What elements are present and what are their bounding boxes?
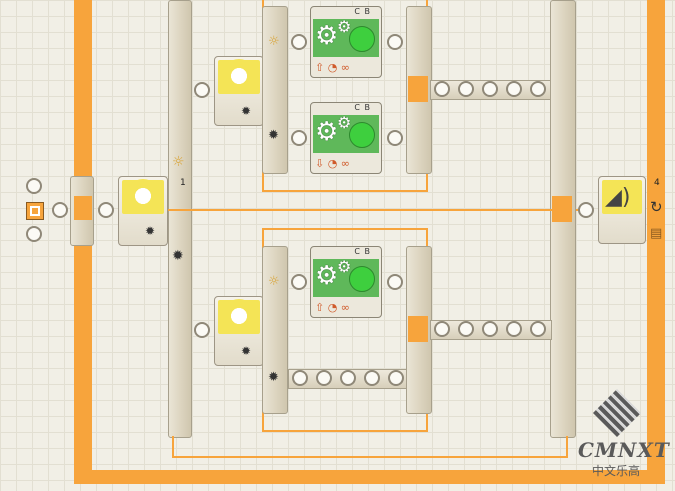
sun-branch-icon[interactable]: ☼ xyxy=(268,274,280,289)
beam-connector xyxy=(98,202,114,218)
beam-connector xyxy=(482,321,498,337)
gear-small-icon: ✹ xyxy=(145,224,156,238)
beam-connector xyxy=(482,81,498,97)
switch-block-upper[interactable]: ✹ xyxy=(214,56,264,126)
beam-connector xyxy=(387,34,403,50)
dark-branch-icon[interactable]: ✹ xyxy=(172,248,184,264)
beam-connector xyxy=(387,130,403,146)
gear-icon: ⚙ xyxy=(315,117,339,147)
dark-branch-icon[interactable]: ✹ xyxy=(268,128,279,143)
beam-connector xyxy=(340,370,356,386)
gear-icon: ⚙ xyxy=(337,113,352,132)
switch-block-lower[interactable]: ✹ xyxy=(214,296,264,366)
gear-small-icon: ✹ xyxy=(241,344,252,358)
beam-connector xyxy=(530,321,546,337)
beam-connector xyxy=(194,82,210,98)
motor-power-icons: ⇧ ◔ ∞ xyxy=(315,61,350,74)
loop-frame-bottom xyxy=(74,470,665,484)
loop-start-beam-fill xyxy=(74,196,92,220)
motor-power-icons: ⇧ ◔ ∞ xyxy=(315,301,350,314)
sun-icon xyxy=(225,302,253,330)
start-icon[interactable] xyxy=(26,202,44,220)
switch-block-main[interactable]: ✹ xyxy=(118,176,168,246)
speaker-icon: ◢) xyxy=(605,185,631,210)
beam-connector xyxy=(194,322,210,338)
sun-branch-icon[interactable]: ☼ xyxy=(172,154,185,170)
loop-number: 4 xyxy=(654,178,660,188)
motor-ports: C B xyxy=(354,247,371,256)
beam-connector xyxy=(434,321,450,337)
beam-connector xyxy=(387,274,403,290)
upper-merge-fill xyxy=(408,76,428,102)
beam-connector xyxy=(291,130,307,146)
logo-emblem-icon xyxy=(592,388,642,438)
motor-power-icons: ⇩ ◔ ∞ xyxy=(315,157,350,170)
cmnxt-logo: CMNXT 中文乐高 xyxy=(578,388,672,482)
motor-status-light xyxy=(349,122,375,148)
loop-frame-right xyxy=(647,0,665,484)
gear-icon: ⚙ xyxy=(337,257,352,276)
motor-status-light xyxy=(349,266,375,292)
logo-subtext: 中文乐高 xyxy=(592,464,641,478)
motor-block-lower-top[interactable]: C B ⚙ ⚙ ⇧ ◔ ∞ xyxy=(310,246,382,318)
start-ring-top[interactable] xyxy=(26,178,42,194)
start-ring-bottom[interactable] xyxy=(26,226,42,242)
beam-connector xyxy=(458,321,474,337)
loop-end-block[interactable]: ◢) xyxy=(598,176,646,244)
sensor-icon: ▤ xyxy=(650,226,663,241)
loop-return-wire xyxy=(168,209,568,211)
switch-2-upper-beam xyxy=(262,6,288,174)
motor-ports: C B xyxy=(354,7,371,16)
switch-number: 1 xyxy=(180,178,186,188)
beam-connector xyxy=(530,81,546,97)
sun-branch-icon[interactable]: ☼ xyxy=(268,34,280,49)
gear-icon: ⚙ xyxy=(315,21,339,51)
motor-block-upper-top[interactable]: C B ⚙ ⚙ ⇧ ◔ ∞ xyxy=(310,6,382,78)
sun-icon xyxy=(129,182,157,210)
switch-2-lower-beam xyxy=(262,246,288,414)
switch-1-bottom-frame xyxy=(172,436,568,458)
beam-connector xyxy=(388,370,404,386)
beam-connector xyxy=(316,370,332,386)
sun-icon xyxy=(225,62,253,90)
beam-connector xyxy=(434,81,450,97)
beam-connector xyxy=(292,370,308,386)
logo-text: CMNXT xyxy=(578,438,670,462)
gear-icon: ⚙ xyxy=(315,261,339,291)
beam-connector xyxy=(291,274,307,290)
beam-connector xyxy=(364,370,380,386)
beam-connector xyxy=(506,321,522,337)
beam-connector xyxy=(52,202,68,218)
loop-icon[interactable]: ↻ xyxy=(650,198,663,216)
beam-connector xyxy=(506,81,522,97)
beam-connector xyxy=(578,202,594,218)
motor-status-light xyxy=(349,26,375,52)
lower-merge-fill xyxy=(408,316,428,342)
motor-block-upper-bottom[interactable]: C B ⚙ ⚙ ⇩ ◔ ∞ xyxy=(310,102,382,174)
dark-branch-icon[interactable]: ✹ xyxy=(268,370,279,385)
beam-connector xyxy=(291,34,307,50)
switch-1-beam xyxy=(168,0,192,438)
motor-ports: C B xyxy=(354,103,371,112)
gear-small-icon: ✹ xyxy=(241,104,252,118)
beam-connector xyxy=(458,81,474,97)
gear-icon: ⚙ xyxy=(337,17,352,36)
